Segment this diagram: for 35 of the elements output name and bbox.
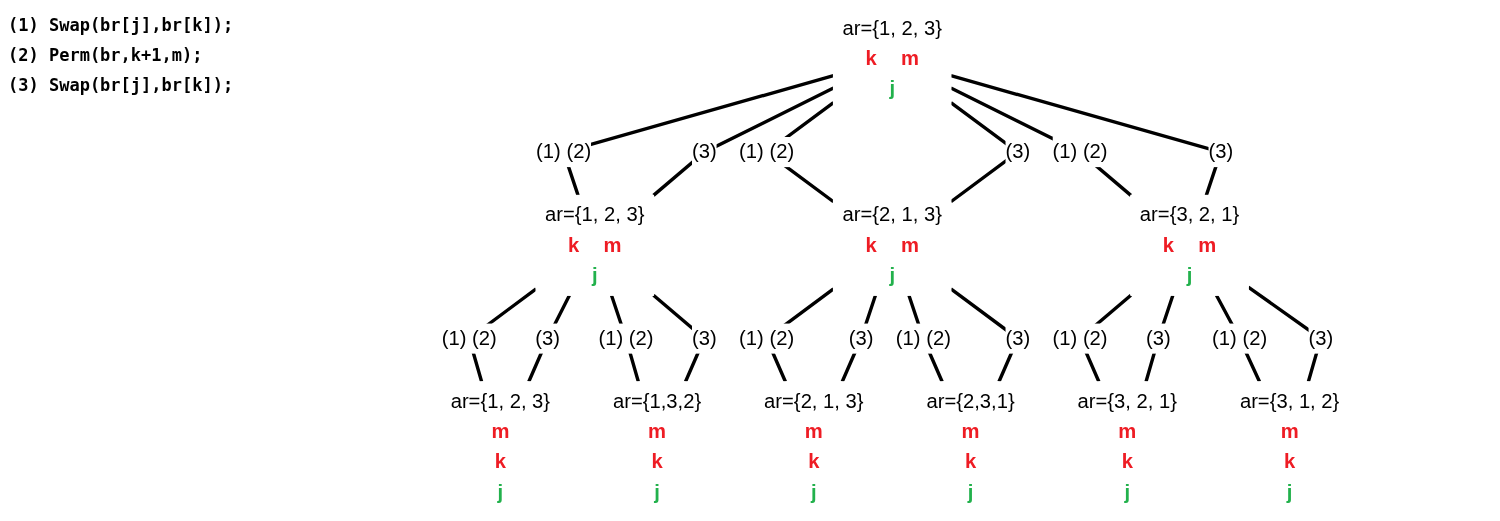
node-text: ar={3, 1, 2} m k j (1239, 389, 1340, 504)
edge-label: (3) (848, 326, 874, 350)
edge-label: (3) (691, 140, 717, 163)
edge-label: (3) (691, 326, 717, 350)
edge-label: (3) (1308, 326, 1334, 350)
edge-label: (1) (2) (598, 326, 654, 350)
node-text: ar={1,3,2} m k j (612, 389, 702, 504)
edge-label: (1) (2) (739, 326, 795, 350)
edge-label: (1) (2) (1212, 326, 1268, 350)
node-text: ar={1, 2, 3} k m j (842, 16, 942, 100)
code-line: (1) Swap(br[j],br[k]); (8, 14, 234, 37)
connector (840, 294, 878, 383)
code-line: (3) Swap(br[j],br[k]); (8, 74, 234, 97)
edge-label: (1) (2) (895, 326, 951, 350)
edge-label: (3) (1005, 140, 1031, 163)
node-text: ar={2, 1, 3} k m j (842, 203, 942, 287)
edge-label: (1) (2) (441, 326, 497, 350)
connector (1144, 294, 1175, 383)
edge-label: (1) (2) (1052, 326, 1108, 350)
edge-label: (3) (1146, 326, 1171, 350)
node-text: ar={2, 1, 3} m k j (764, 389, 864, 504)
edge-label: (1) (2) (536, 140, 592, 163)
edge-label: (3) (1208, 140, 1234, 163)
edge-label: (3) (1005, 326, 1031, 350)
node-text: ar={1, 2, 3} k m j (545, 203, 645, 287)
node-text: ar={3, 2, 1} k m j (1139, 203, 1240, 287)
connector (950, 86, 1132, 197)
node-text: ar={3, 2, 1} m k j (1077, 389, 1178, 504)
edge-label: (1) (2) (739, 140, 795, 163)
connector (527, 294, 571, 383)
code-line: (2) Perm(br,k+1,m); (8, 44, 203, 67)
edge-label: (1) (2) (1052, 140, 1108, 163)
node-text: ar={1, 2, 3} m k j (450, 389, 551, 504)
node-text: ar={2,3,1} m k j (926, 389, 1015, 504)
edge-label: (3) (535, 326, 560, 350)
